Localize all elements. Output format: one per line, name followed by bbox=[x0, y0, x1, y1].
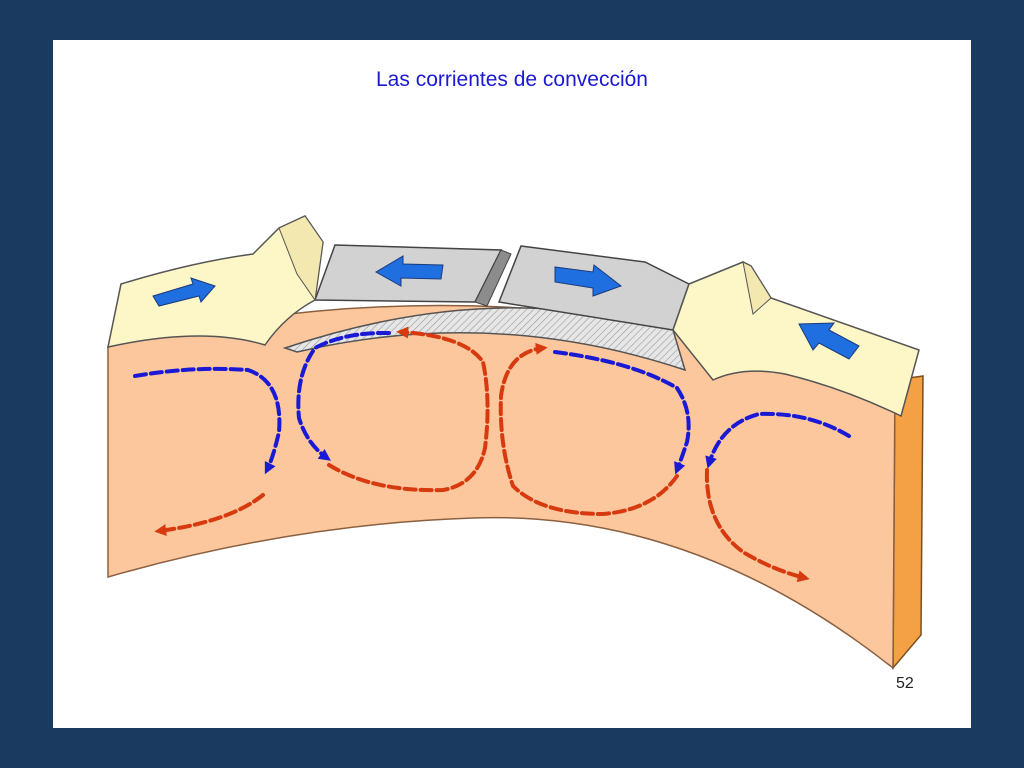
continental-plate-right bbox=[672, 261, 920, 418]
slide: Las corrientes de convección bbox=[53, 40, 971, 728]
hot-current-left-bottom bbox=[154, 493, 265, 537]
hot-current-right-cell-bottom bbox=[498, 342, 679, 517]
arrow-left-icon bbox=[152, 277, 216, 307]
cold-current-right-cell-top bbox=[553, 350, 691, 475]
arrow-left-icon bbox=[798, 322, 860, 360]
hot-current-left-cell-bottom bbox=[327, 326, 490, 493]
arrow-right-icon bbox=[554, 264, 623, 297]
arrow-left-icon bbox=[374, 255, 444, 287]
cold-current-far-right bbox=[705, 411, 851, 469]
cold-current-left-cell-top bbox=[296, 330, 391, 461]
convection-diagram bbox=[107, 215, 924, 671]
slide-title: Las corrientes de convección bbox=[376, 68, 648, 91]
continental-plate-left bbox=[107, 215, 324, 348]
mantle-side-face bbox=[892, 375, 924, 671]
mantle-front-face bbox=[107, 304, 896, 670]
cold-current-left bbox=[133, 366, 282, 475]
page-number: 52 bbox=[896, 675, 914, 692]
hot-current-far-right-bottom bbox=[704, 468, 810, 583]
